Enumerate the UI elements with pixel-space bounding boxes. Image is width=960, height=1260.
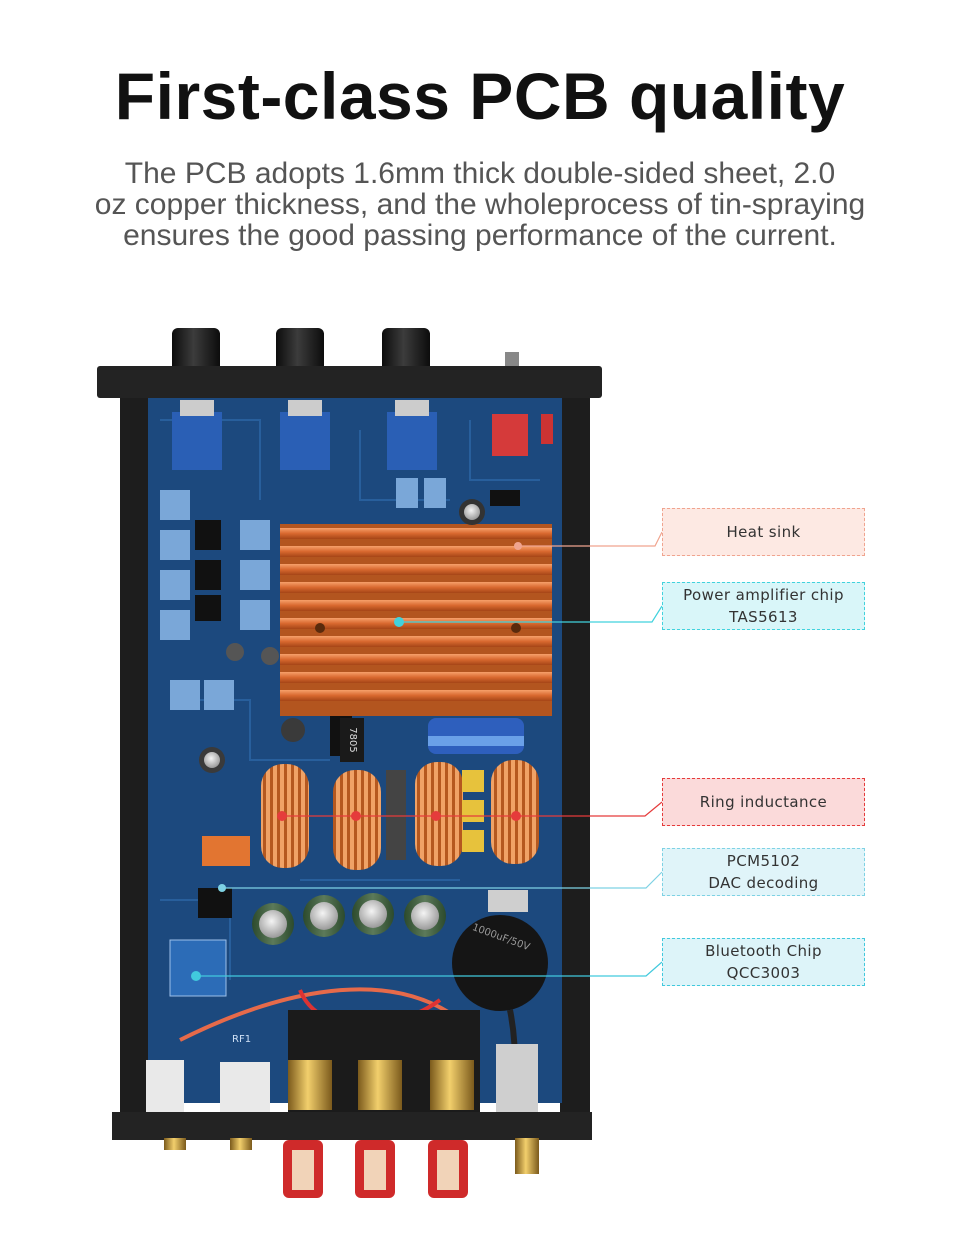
headline: First-class PCB quality bbox=[114, 59, 846, 133]
callout-ring-inductance: Ring inductance bbox=[662, 778, 865, 826]
callout-heat-sink: Heat sink bbox=[662, 508, 865, 556]
leader-dac bbox=[222, 871, 663, 889]
speaker-terminals bbox=[288, 1060, 474, 1110]
callout-amp-line-2: TAS5613 bbox=[729, 608, 798, 626]
amplifier-pcb-photo: 7805 1000uF/50V RF1 bbox=[97, 328, 663, 1198]
filter-capacitors bbox=[252, 893, 446, 945]
callout-dac-line-2: DAC decoding bbox=[708, 874, 819, 892]
callout-bluetooth-chip: Bluetooth Chip QCC3003 bbox=[662, 938, 865, 986]
antenna-label: RF1 bbox=[232, 1034, 251, 1045]
callout-bt-line-2: QCC3003 bbox=[726, 964, 801, 982]
volume-knobs bbox=[172, 328, 519, 376]
callout-dac-decoding: PCM5102 DAC decoding bbox=[662, 848, 865, 896]
callout-power-amplifier-chip: Power amplifier chip TAS5613 bbox=[662, 582, 865, 630]
heat-sink bbox=[280, 524, 552, 716]
callout-bt-line-1: Bluetooth Chip bbox=[705, 942, 822, 960]
main-capacitor bbox=[452, 915, 548, 1011]
description: The PCB adopts 1.6mm thick double-sided … bbox=[40, 158, 920, 251]
leader-amp-chip bbox=[399, 605, 663, 623]
leader-ring-inductance bbox=[282, 801, 663, 817]
description-line-1: The PCB adopts 1.6mm thick double-sided … bbox=[124, 157, 836, 190]
callout-heat-sink-label: Heat sink bbox=[726, 523, 801, 541]
description-line-2: oz copper thickness, and the wholeproces… bbox=[94, 188, 866, 221]
front-panel bbox=[97, 366, 602, 398]
callout-amp-line-1: Power amplifier chip bbox=[683, 586, 844, 604]
leader-bluetooth bbox=[196, 961, 663, 977]
rear-panel bbox=[112, 1112, 592, 1140]
potentiometers bbox=[172, 400, 437, 470]
regulator-label: 7805 bbox=[347, 727, 358, 752]
ring-inductors bbox=[261, 760, 539, 870]
leader-heat-sink bbox=[518, 531, 663, 547]
callout-ring-label: Ring inductance bbox=[699, 793, 828, 811]
description-line-3: ensures the good passing performance of … bbox=[123, 219, 837, 252]
callout-dac-line-1: PCM5102 bbox=[726, 852, 801, 870]
